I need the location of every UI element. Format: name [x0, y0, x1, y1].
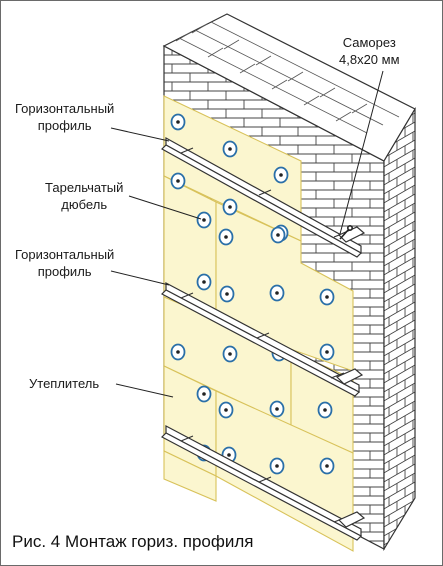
label-horizontal-profile-top: Горизонтальный профиль [15, 100, 114, 134]
dowel-icon [319, 457, 335, 475]
brick-wall-side [383, 106, 416, 552]
dowel-icon [269, 457, 285, 475]
dowel-icon [170, 113, 186, 131]
dowel-icon [269, 284, 285, 302]
dowel-icon [170, 172, 186, 190]
label-screw-line2: 4,8х20 мм [339, 52, 400, 67]
insulation-board [163, 450, 217, 502]
dowel-icon [319, 288, 335, 306]
figure-caption: Рис. 4 Монтаж гориз. профиля [12, 532, 254, 551]
dowel-icon [196, 385, 212, 403]
dowel-icon [319, 343, 335, 361]
label-insulation-text: Утеплитель [29, 376, 100, 391]
dowel-icon [218, 228, 234, 246]
dowel-icon [218, 401, 234, 419]
label-screw-line1: Саморез [342, 35, 396, 50]
dowel-icon [196, 211, 212, 229]
dowel-icon [170, 343, 186, 361]
horizontal-profile-bottom [161, 425, 366, 541]
label-horizontal-profile-top-line1: Горизонтальный [15, 101, 115, 116]
dowel-icon [270, 226, 286, 244]
dowel-icon [219, 285, 235, 303]
dowel-icon [222, 198, 238, 216]
label-dowel-line1: Тарельчатый [45, 180, 124, 195]
dowel-icon [196, 273, 212, 291]
brick-wall-top-joints [175, 21, 400, 134]
label-horizontal-profile-top-line2: профиль [37, 118, 92, 133]
dowel-icon [222, 140, 238, 158]
dowel-icon [222, 345, 238, 363]
label-horizontal-profile-middle: Горизонтальный профиль [15, 246, 114, 280]
label-screw: Саморез 4,8х20 мм [339, 34, 400, 68]
label-insulation: Утеплитель [29, 375, 99, 392]
dowel-icon [269, 400, 285, 418]
dowel-icon [317, 401, 333, 419]
screw [339, 225, 353, 240]
label-dowel: Тарельчатый дюбель [45, 179, 123, 213]
label-dowel-line2: дюбель [61, 197, 108, 212]
leader-lines [110, 70, 384, 398]
horizontal-profile-middle [161, 282, 364, 397]
label-horizontal-profile-middle-line1: Горизонтальный [15, 247, 115, 262]
dowel-icon [273, 166, 289, 184]
label-horizontal-profile-middle-line2: профиль [37, 264, 92, 279]
